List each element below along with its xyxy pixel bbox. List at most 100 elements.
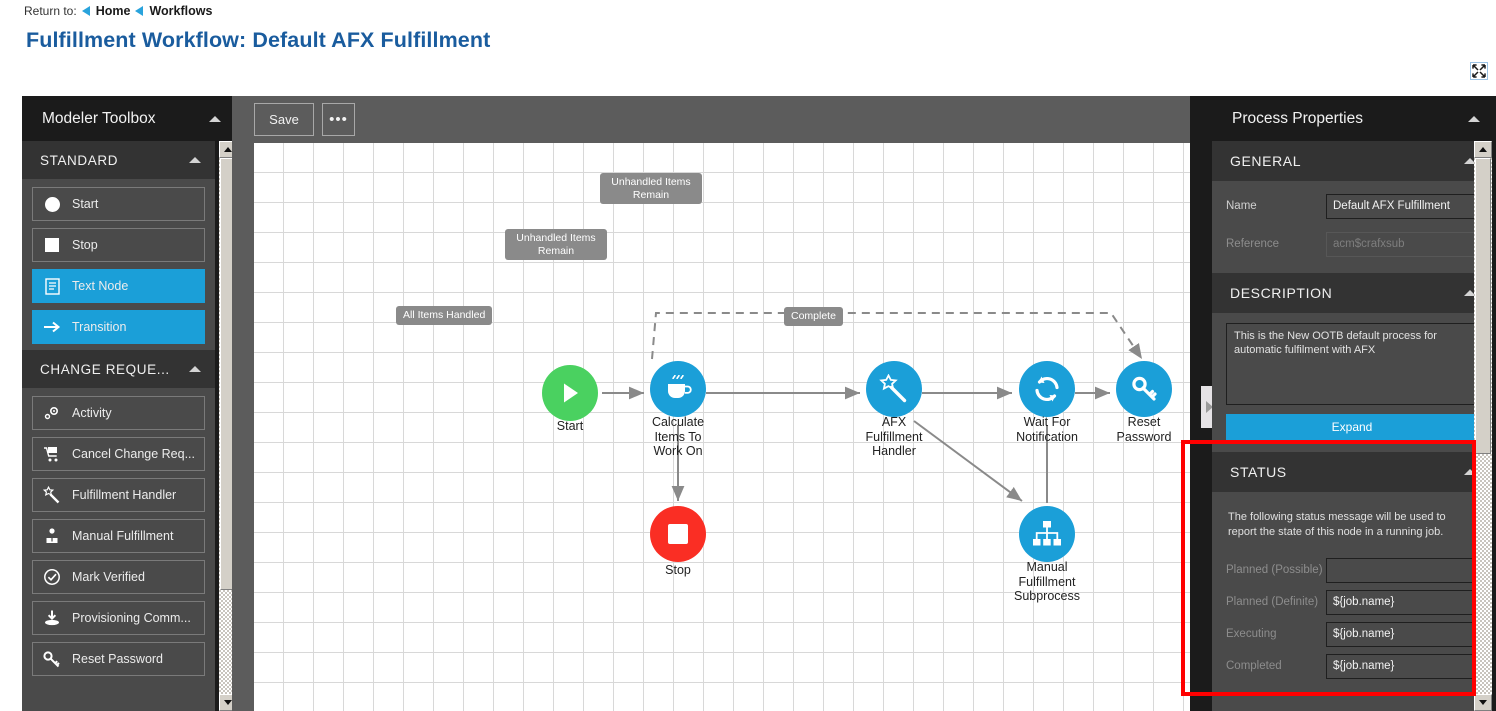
workflow-connectors <box>602 312 1143 503</box>
toolbox-item-stop[interactable]: Stop <box>32 228 205 262</box>
toolbox-item-label: Start <box>72 197 99 211</box>
wand-icon <box>43 486 61 504</box>
node-calculate-items[interactable] <box>650 361 706 417</box>
square-icon <box>43 236 61 254</box>
page-title: Fulfillment Workflow: Default AFX Fulfil… <box>26 28 491 52</box>
toolbox-item-label: Text Node <box>72 279 129 293</box>
section-title: STATUS <box>1230 464 1287 480</box>
toolbox-section-change-request[interactable]: CHANGE REQUE... <box>22 350 215 388</box>
section-title: CHANGE REQUE... <box>40 361 170 377</box>
breadcrumb-link-workflows[interactable]: Workflows <box>149 4 213 18</box>
name-input[interactable]: Default AFX Fulfillment <box>1326 193 1478 219</box>
check-circle-icon <box>43 568 61 586</box>
refresh-icon <box>1035 376 1059 402</box>
toolbox-item-label: Transition <box>72 320 127 334</box>
toolbox-item-label: Stop <box>72 238 98 252</box>
node-reset-password[interactable] <box>1116 361 1172 417</box>
section-title: GENERAL <box>1230 153 1302 169</box>
toolbox-section-standard[interactable]: STANDARD <box>22 141 215 179</box>
modeler-shell: Modeler Toolbox STANDARD Start Stop <box>22 96 1496 711</box>
toolbox-item-activity[interactable]: Activity <box>32 396 205 430</box>
chevron-up-icon[interactable] <box>189 366 201 372</box>
node-manual-fulfillment-subprocess[interactable] <box>1019 506 1075 562</box>
toolbox-body: STANDARD Start Stop <box>22 141 215 711</box>
name-label: Name <box>1226 200 1257 212</box>
section-status[interactable]: STATUS <box>1212 452 1492 492</box>
scroll-track[interactable] <box>1474 158 1492 694</box>
status-note: The following status message will be use… <box>1228 511 1446 538</box>
section-general[interactable]: GENERAL <box>1212 141 1492 181</box>
toolbox-item-fulfillment-handler[interactable]: Fulfillment Handler <box>32 478 205 512</box>
scroll-down-button[interactable] <box>1474 694 1492 711</box>
scroll-up-button[interactable] <box>1474 141 1492 158</box>
edge-label-unhandled-items-remain: Unhandled Items Remain <box>505 229 607 260</box>
scroll-thumb[interactable] <box>1475 158 1491 454</box>
node-afx-fulfillment-handler[interactable] <box>866 361 922 417</box>
more-options-button[interactable]: ••• <box>322 103 355 136</box>
planned-definite-label: Planned (Definite) <box>1226 596 1319 608</box>
completed-input[interactable]: ${job.name} <box>1326 653 1478 679</box>
download-icon <box>43 609 61 627</box>
toolbox-item-provisioning-command[interactable]: Provisioning Comm... <box>32 601 205 635</box>
node-label-wait-for-notification: Wait For Notification <box>982 415 1112 444</box>
reference-label: Reference <box>1226 238 1280 250</box>
edge-label-complete: Complete <box>784 307 843 326</box>
fullscreen-icon[interactable] <box>1468 60 1490 82</box>
chevron-up-icon[interactable] <box>1464 290 1476 296</box>
workflow-canvas[interactable]: Start Calculate Items To Work On Stop <box>254 143 1190 711</box>
status-content: The following status message will be use… <box>1212 492 1492 696</box>
field-row-planned-possible: Planned (Possible) <box>1226 556 1478 584</box>
executing-input[interactable]: ${job.name} <box>1326 621 1478 647</box>
expand-button[interactable]: Expand <box>1226 414 1478 440</box>
section-description[interactable]: DESCRIPTION <box>1212 273 1492 313</box>
edge-label-all-items-handled: All Items Handled <box>396 306 493 325</box>
person-icon <box>43 527 61 545</box>
toolbox-item-text-node[interactable]: Text Node <box>32 269 205 303</box>
save-button[interactable]: Save <box>254 103 314 136</box>
chevron-up-icon[interactable] <box>1468 115 1480 122</box>
toolbox-item-label: Activity <box>72 406 112 420</box>
wand-icon <box>879 374 907 403</box>
toolbox-item-transition[interactable]: Transition <box>32 310 205 344</box>
stop-icon <box>668 524 688 544</box>
section-title: DESCRIPTION <box>1230 285 1333 301</box>
node-start[interactable] <box>542 365 598 421</box>
toolbox-item-mark-verified[interactable]: Mark Verified <box>32 560 205 594</box>
field-row-name: Name Default AFX Fulfillment <box>1226 191 1478 221</box>
toolbox-items-change-request: Activity Cancel Change Req... Fulfillmen… <box>22 388 215 682</box>
planned-possible-input[interactable] <box>1326 557 1478 583</box>
properties-scrollbar[interactable] <box>1474 141 1492 711</box>
label-text: AFX Fulfillment Handler <box>865 415 923 458</box>
node-label-calculate-items: Calculate Items To Work On <box>613 415 743 459</box>
toolbox-item-start[interactable]: Start <box>32 187 205 221</box>
label-text: Calculate Items To Work On <box>651 415 705 458</box>
toolbox-header[interactable]: Modeler Toolbox <box>22 96 237 141</box>
chevron-up-icon[interactable] <box>1464 469 1476 475</box>
coffee-icon <box>668 375 692 398</box>
toolbox-item-manual-fulfillment[interactable]: Manual Fulfillment <box>32 519 205 553</box>
field-row-completed: Completed ${job.name} <box>1226 652 1478 680</box>
toolbox-item-label: Provisioning Comm... <box>72 611 191 625</box>
sitemap-icon <box>1033 521 1061 546</box>
toolbox-items-standard: Start Stop Text Node <box>22 179 215 350</box>
section-title: STANDARD <box>40 152 119 168</box>
process-properties-header[interactable]: Process Properties <box>1212 96 1496 141</box>
toolbox-item-cancel-change-request[interactable]: Cancel Change Req... <box>32 437 205 471</box>
field-row-planned-definite: Planned (Definite) ${job.name} <box>1226 588 1478 616</box>
canvas-toolbar: Save ••• <box>232 96 1190 143</box>
chevron-up-icon[interactable] <box>1464 158 1476 164</box>
node-stop[interactable] <box>650 506 706 562</box>
breadcrumb-prefix: Return to: <box>24 4 77 18</box>
breadcrumb-link-home[interactable]: Home <box>95 4 131 18</box>
toolbox-item-reset-password[interactable]: Reset Password <box>32 642 205 676</box>
document-icon <box>43 277 61 295</box>
label-text: Manual Fulfillment Subprocess <box>1013 560 1080 603</box>
planned-definite-input[interactable]: ${job.name} <box>1326 589 1478 615</box>
node-wait-for-notification[interactable] <box>1019 361 1075 417</box>
description-textarea[interactable]: This is the New OOTB default process for… <box>1226 323 1478 405</box>
node-label-start: Start <box>556 419 584 433</box>
chevron-up-icon[interactable] <box>189 157 201 163</box>
chevron-up-icon[interactable] <box>209 115 221 122</box>
breadcrumb: Return to: Home Workflows <box>24 4 212 18</box>
